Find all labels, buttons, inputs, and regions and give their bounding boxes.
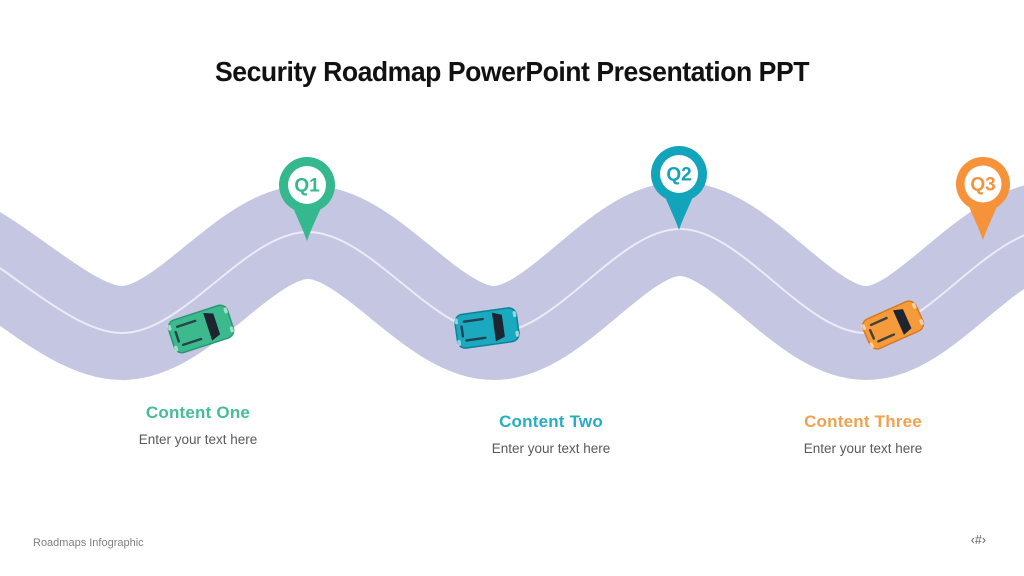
content-column-three: Content Three Enter your text here — [743, 412, 983, 456]
pin-q3-label: Q3 — [970, 175, 995, 196]
content-three-title: Content Three — [804, 412, 922, 431]
slide-title: Security Roadmap PowerPoint Presentation… — [214, 56, 809, 87]
pin-q2-label: Q2 — [666, 165, 691, 186]
content-one-title: Content One — [145, 403, 251, 422]
content-two-title: Content Two — [499, 412, 603, 431]
milestone-pin-q3: Q3 — [956, 157, 1010, 240]
content-three-placeholder: Enter your text here — [803, 441, 923, 456]
milestone-pin-q2: Q2 — [651, 146, 707, 230]
teal-car-icon — [454, 307, 520, 349]
content-column-one: Content One Enter your text here — [78, 403, 318, 447]
page-number-placeholder: ‹#› — [970, 533, 986, 547]
milestone-pin-q1: Q1 — [279, 157, 335, 241]
green-car-icon — [167, 304, 235, 354]
orange-car-icon — [861, 300, 925, 350]
content-column-two: Content Two Enter your text here — [431, 412, 671, 456]
content-one-placeholder: Enter your text here — [138, 432, 258, 447]
footer-label: Roadmaps Infographic — [33, 537, 144, 549]
content-two-placeholder: Enter your text here — [491, 441, 611, 456]
pin-q1-label: Q1 — [294, 176, 320, 197]
